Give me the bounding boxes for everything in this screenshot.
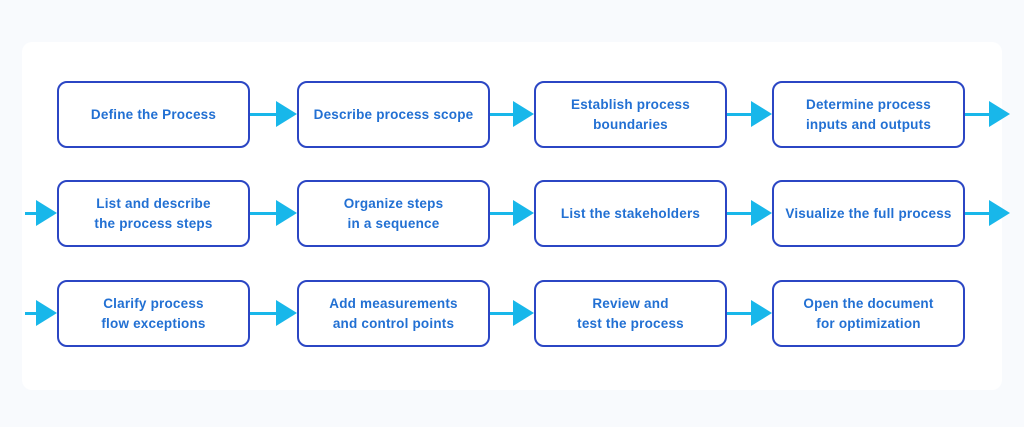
arrow-right-icon <box>490 300 534 326</box>
arrow-line <box>490 211 513 215</box>
arrow-right-icon <box>727 101 772 127</box>
step-label: Determine process inputs and outputs <box>805 96 932 132</box>
arrow-line <box>250 311 276 315</box>
step-define-process: Define the Process <box>57 81 250 148</box>
arrow-right-icon <box>727 300 772 326</box>
step-review-test: Review and test the process <box>534 280 727 347</box>
arrowhead-icon <box>751 300 772 326</box>
arrow-right-entry-icon <box>25 200 57 226</box>
arrow-line <box>250 112 276 116</box>
step-list-stakeholders: List the stakeholders <box>534 180 727 247</box>
arrowhead-icon <box>751 101 772 127</box>
step-label: Establish process boundaries <box>571 96 690 132</box>
step-determine-inputs-outputs: Determine process inputs and outputs <box>772 81 965 148</box>
arrow-line <box>25 211 36 215</box>
step-add-measurements: Add measurements and control points <box>297 280 490 347</box>
step-label: Visualize the full process <box>785 205 952 221</box>
arrow-right-icon <box>250 200 297 226</box>
arrow-right-icon <box>250 101 297 127</box>
arrow-line <box>25 311 36 315</box>
step-label: Open the document for optimization <box>803 295 934 331</box>
arrowhead-icon <box>513 101 534 127</box>
step-visualize-process: Visualize the full process <box>772 180 965 247</box>
arrow-line <box>965 211 989 215</box>
arrowhead-icon <box>513 300 534 326</box>
step-open-document: Open the document for optimization <box>772 280 965 347</box>
arrowhead-icon <box>36 200 57 226</box>
step-establish-boundaries: Establish process boundaries <box>534 81 727 148</box>
arrow-line <box>490 311 513 315</box>
step-label: Organize steps in a sequence <box>343 195 444 231</box>
step-organize-sequence: Organize steps in a sequence <box>297 180 490 247</box>
arrow-right-icon <box>727 200 772 226</box>
arrowhead-icon <box>276 200 297 226</box>
arrow-line <box>727 311 751 315</box>
step-label: Add measurements and control points <box>329 295 458 331</box>
arrowhead-icon <box>276 300 297 326</box>
arrow-line <box>727 211 751 215</box>
arrow-line <box>250 211 276 215</box>
arrow-right-entry-icon <box>25 300 57 326</box>
arrowhead-icon <box>989 101 1010 127</box>
step-label: List and describe the process steps <box>94 195 213 231</box>
arrow-line <box>727 112 751 116</box>
step-label: Review and test the process <box>577 295 684 331</box>
arrow-right-icon <box>250 300 297 326</box>
arrowhead-icon <box>36 300 57 326</box>
arrowhead-icon <box>276 101 297 127</box>
step-label: Clarify process flow exceptions <box>101 295 206 331</box>
step-list-describe-steps: List and describe the process steps <box>57 180 250 247</box>
arrowhead-icon <box>513 200 534 226</box>
step-label: Define the Process <box>90 106 217 122</box>
arrow-right-icon <box>490 101 534 127</box>
step-label: List the stakeholders <box>560 205 701 221</box>
arrow-line <box>490 112 513 116</box>
arrow-right-exit-icon <box>965 101 1010 127</box>
step-describe-scope: Describe process scope <box>297 81 490 148</box>
arrow-line <box>965 112 989 116</box>
arrow-right-icon <box>490 200 534 226</box>
arrowhead-icon <box>989 200 1010 226</box>
arrow-right-exit-icon <box>965 200 1010 226</box>
step-clarify-exceptions: Clarify process flow exceptions <box>57 280 250 347</box>
step-label: Describe process scope <box>313 106 474 122</box>
arrowhead-icon <box>751 200 772 226</box>
